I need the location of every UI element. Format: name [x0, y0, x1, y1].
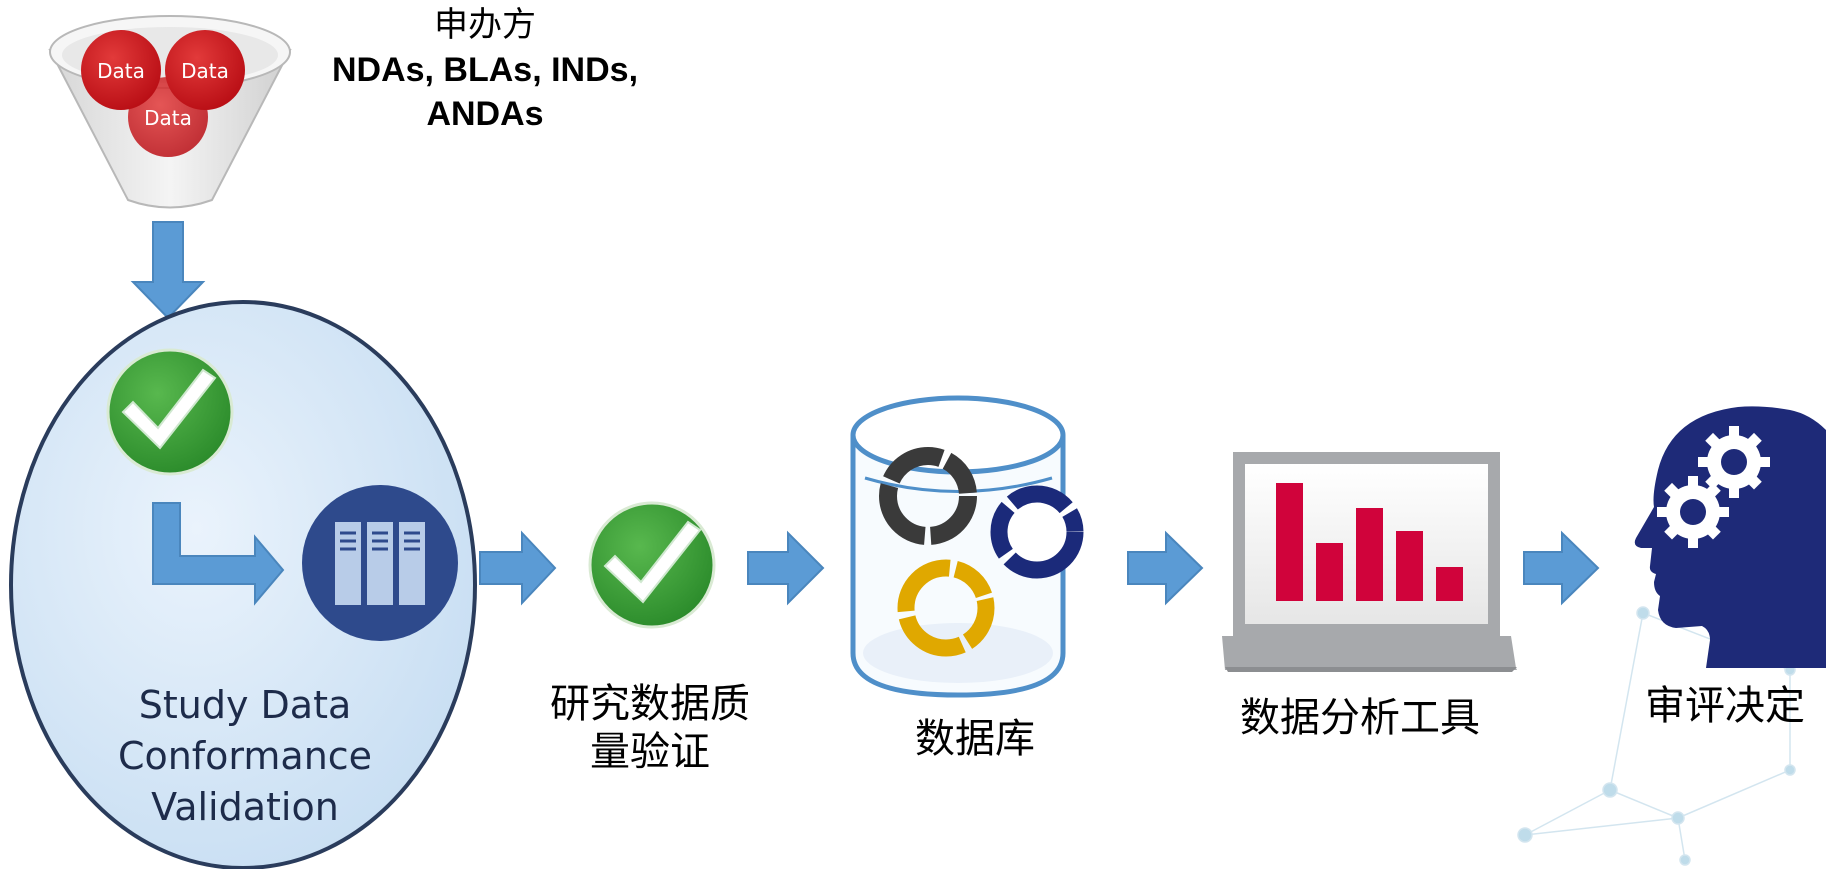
database-icon — [850, 395, 1084, 698]
chart-bar — [1316, 543, 1343, 601]
database-label: 数据库 — [915, 716, 1035, 762]
sponsor-title: 申办方 — [434, 5, 536, 45]
submission-types: NDAs, BLAs, INDs, ANDAs — [331, 51, 639, 133]
analysis-tools-label: 数据分析工具 — [1240, 695, 1480, 741]
review-decision-label: 审评决定 — [1645, 683, 1805, 729]
right-arrow-icon — [1127, 530, 1204, 606]
quality-validation-label: 研究数据质量验证 — [550, 681, 750, 775]
network-decoration — [1517, 606, 1796, 866]
right-arrow-icon — [747, 530, 825, 606]
laptop-bar-chart-icon — [1222, 452, 1517, 672]
server-icon — [302, 485, 458, 641]
chart-bar — [1436, 567, 1463, 601]
data-bubble: Data — [165, 30, 245, 110]
svg-text:Data: Data — [97, 59, 145, 83]
right-arrow-icon — [479, 530, 557, 606]
down-arrow-icon — [130, 221, 206, 320]
check-icon — [588, 501, 716, 629]
data-bubble: Data — [81, 30, 161, 110]
chart-bar — [1356, 508, 1383, 601]
svg-text:Data: Data — [181, 59, 229, 83]
chart-bar — [1276, 483, 1303, 601]
validation-label: Study Data Conformance Validation — [117, 683, 373, 829]
chart-bar — [1396, 531, 1423, 601]
svg-text:Data: Data — [144, 106, 192, 130]
check-icon — [106, 348, 234, 476]
right-arrow-icon — [1523, 530, 1600, 606]
elbow-arrow-icon — [152, 502, 285, 606]
head-gears-icon — [1634, 406, 1826, 668]
